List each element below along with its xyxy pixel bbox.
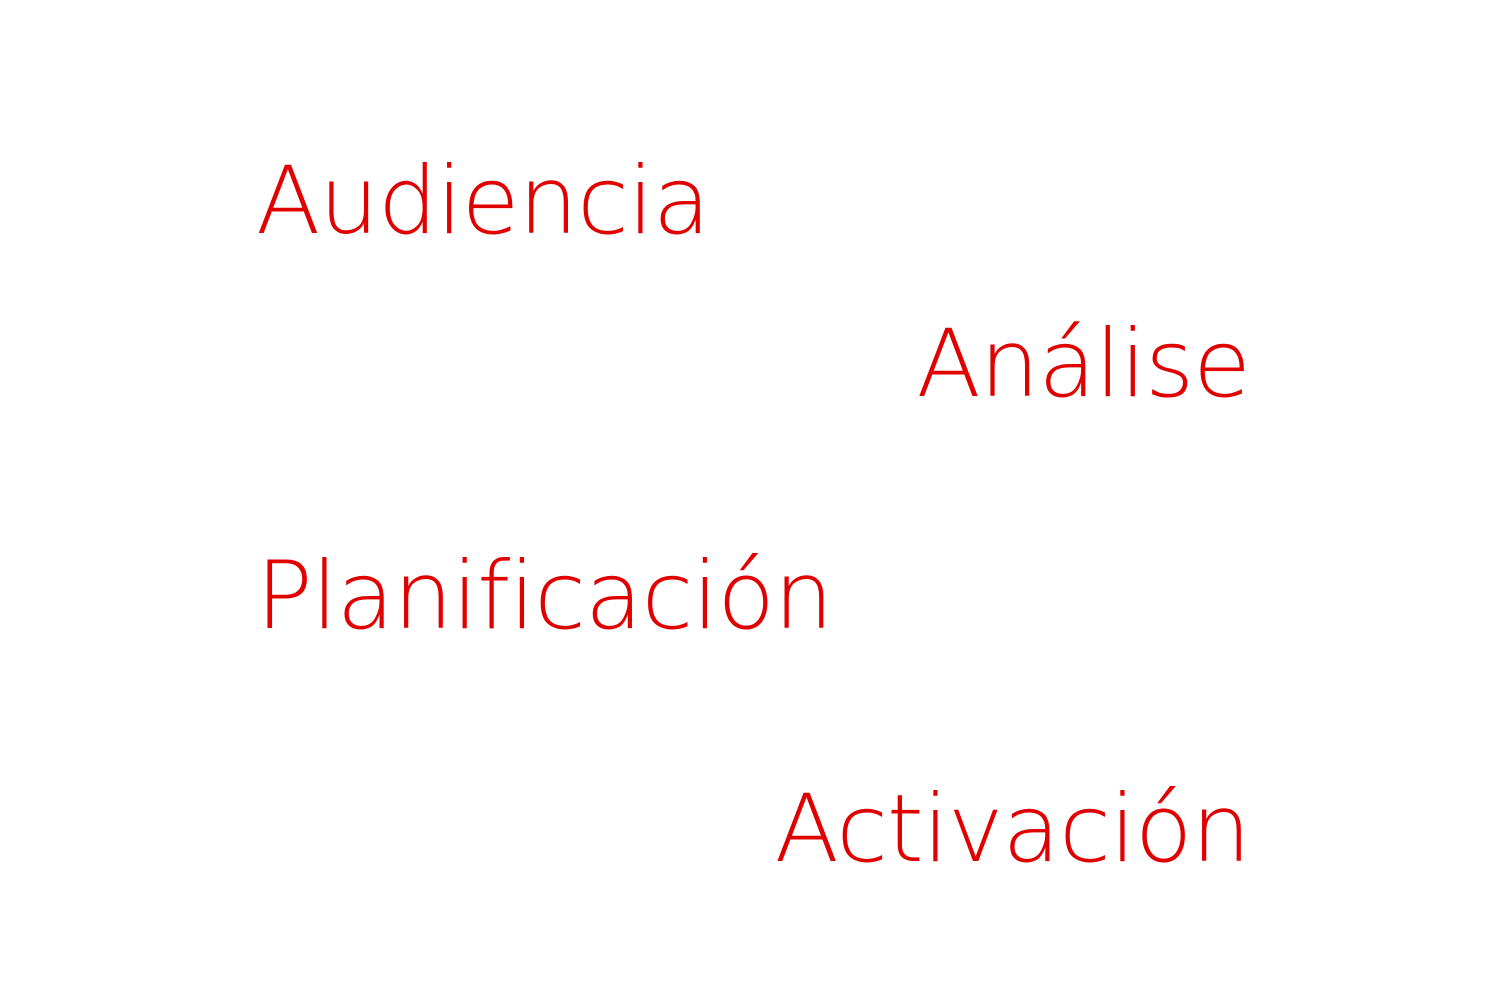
- word-activacion: Activación: [774, 775, 1251, 884]
- word-analise: Análise: [916, 310, 1251, 419]
- word-planificacion: Planificación: [256, 542, 833, 651]
- word-audiencia: Audiencia: [256, 147, 710, 256]
